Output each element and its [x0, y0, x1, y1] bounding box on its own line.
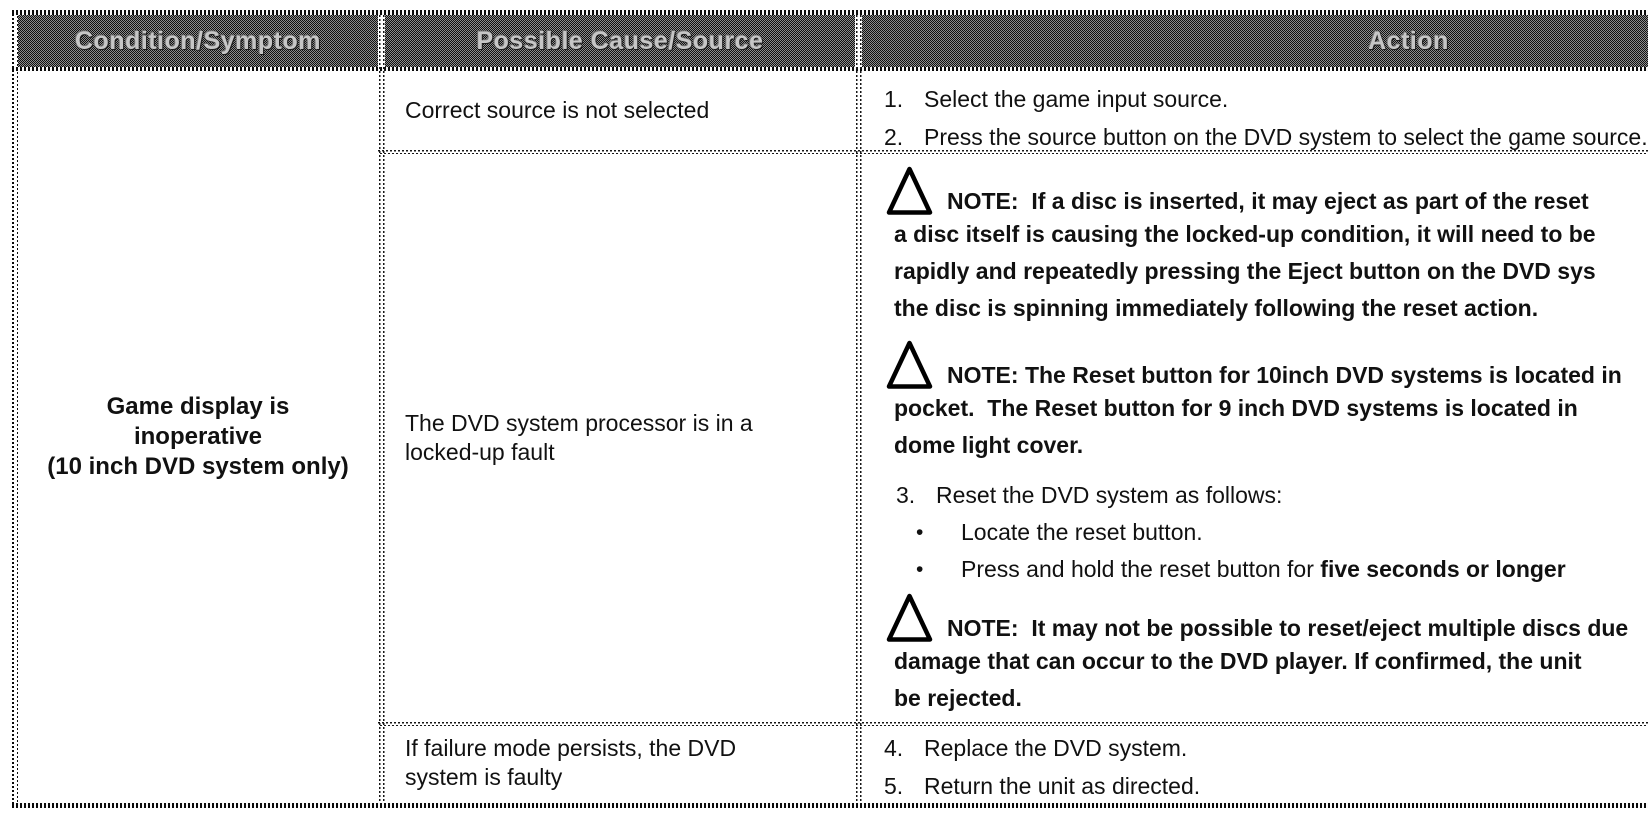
- note-1-line-1: NOTE: If a disc is inserted, it may ejec…: [947, 188, 1589, 214]
- note-3-line-3: be rejected.: [894, 685, 1022, 711]
- note-2-line-2: pocket. The Reset button for 9 inch DVD …: [894, 395, 1578, 421]
- header-cell-condition: Condition/Symptom: [18, 15, 378, 67]
- note-2-line-3: dome light cover.: [894, 432, 1084, 458]
- note-3-line-1: NOTE: It may not be possible to reset/ej…: [947, 615, 1629, 641]
- action-step-5: 5. Return the unit as directed.: [884, 772, 1648, 801]
- step-number: 1.: [884, 86, 904, 112]
- bullet-text: Locate the reset button.: [961, 519, 1203, 545]
- cause-cell-1: Correct source is not selected: [385, 71, 855, 150]
- bullet-text-bold: five seconds or longer: [1320, 556, 1566, 582]
- step-text: Reset the DVD system as follows:: [936, 482, 1283, 508]
- caution-triangle-icon: [886, 593, 933, 642]
- note-1-line-3: rapidly and repeatedly pressing the Ejec…: [894, 258, 1596, 284]
- action-cell-2: NOTE: If a disc is inserted, it may ejec…: [874, 154, 1648, 722]
- cause-3-line-1: If failure mode persists, the DVD: [405, 735, 737, 761]
- cause-2-line-1: The DVD system processor is in a: [405, 410, 753, 436]
- condition-line-1: Game display is: [106, 393, 290, 420]
- table-bottom-border: [12, 803, 1648, 808]
- header-label-cause: Possible Cause/Source: [476, 26, 764, 55]
- action-step-2: 2. Press the source button on the DVD sy…: [884, 123, 1648, 152]
- bullet-item-1: • Locate the reset button.: [916, 514, 1648, 551]
- cause-cell-3: If failure mode persists, the DVD system…: [385, 726, 835, 803]
- column-divider-2: [855, 15, 862, 805]
- note-2-line-1: NOTE: The Reset button for 10inch DVD sy…: [947, 362, 1622, 388]
- header-bottom-border: [12, 67, 1648, 71]
- note-3: NOTE: It may not be possible to reset/ej…: [886, 593, 1648, 717]
- action-cell-3: 4. Replace the DVD system. 5. Return the…: [874, 726, 1648, 803]
- cause-cell-2: The DVD system processor is in a locked-…: [385, 154, 855, 722]
- header-label-action: Action: [1368, 26, 1449, 55]
- bullet-glyph: •: [916, 521, 924, 544]
- action-step-1: 1. Select the game input source.: [884, 85, 1648, 114]
- cause-3-line-2: system is faulty: [405, 764, 563, 790]
- action-cell-1: 1. Select the game input source. 2. Pres…: [874, 71, 1648, 164]
- cause-2-line-2: locked-up fault: [405, 439, 555, 465]
- troubleshooting-table: Condition/Symptom Possible Cause/Source …: [12, 10, 1648, 810]
- caution-triangle-icon: [886, 166, 933, 215]
- row-divider-2: [378, 722, 1648, 726]
- bullet-text-regular: Press and hold the reset button for: [961, 556, 1321, 582]
- header-label-condition: Condition/Symptom: [75, 26, 321, 55]
- step-number: 3.: [896, 482, 916, 508]
- header-cell-cause: Possible Cause/Source: [385, 15, 855, 67]
- condition-line-2: inoperative: [133, 423, 263, 450]
- step-number: 5.: [884, 773, 904, 799]
- caution-triangle-icon: [886, 340, 933, 389]
- step-text: Replace the DVD system.: [924, 735, 1188, 761]
- note-2: NOTE: The Reset button for 10inch DVD sy…: [886, 340, 1648, 464]
- step-text: Press the source button on the DVD syste…: [924, 124, 1648, 150]
- header-cell-action: Action: [862, 15, 1648, 67]
- table-left-border: [12, 10, 18, 808]
- bullet-item-2: • Press and hold the reset button for fi…: [916, 551, 1648, 588]
- action-step-4: 4. Replace the DVD system.: [884, 734, 1648, 763]
- bullet-text: Press and hold the reset button for five…: [961, 555, 1566, 584]
- step-number: 2.: [884, 124, 904, 150]
- step-text: Select the game input source.: [924, 86, 1229, 112]
- note-1-line-4: the disc is spinning immediately followi…: [894, 295, 1539, 321]
- condition-cell: Game display is inoperative (10 inch DVD…: [18, 71, 378, 803]
- cause-1-text: Correct source is not selected: [405, 97, 710, 123]
- condition-line-3: (10 inch DVD system only): [47, 453, 349, 480]
- note-1-line-2: a disc itself is causing the locked-up c…: [894, 221, 1596, 247]
- bullet-glyph: •: [916, 558, 924, 581]
- note-3-line-2: damage that can occur to the DVD player.…: [894, 648, 1582, 674]
- table-top-border: [12, 10, 1648, 15]
- row-divider-1: [378, 150, 1648, 154]
- note-1: NOTE: If a disc is inserted, it may ejec…: [886, 166, 1648, 327]
- action-step-3: 3. Reset the DVD system as follows:: [896, 477, 1648, 514]
- column-divider-1: [378, 15, 385, 805]
- step-number: 4.: [884, 735, 904, 761]
- step-text: Return the unit as directed.: [924, 773, 1201, 799]
